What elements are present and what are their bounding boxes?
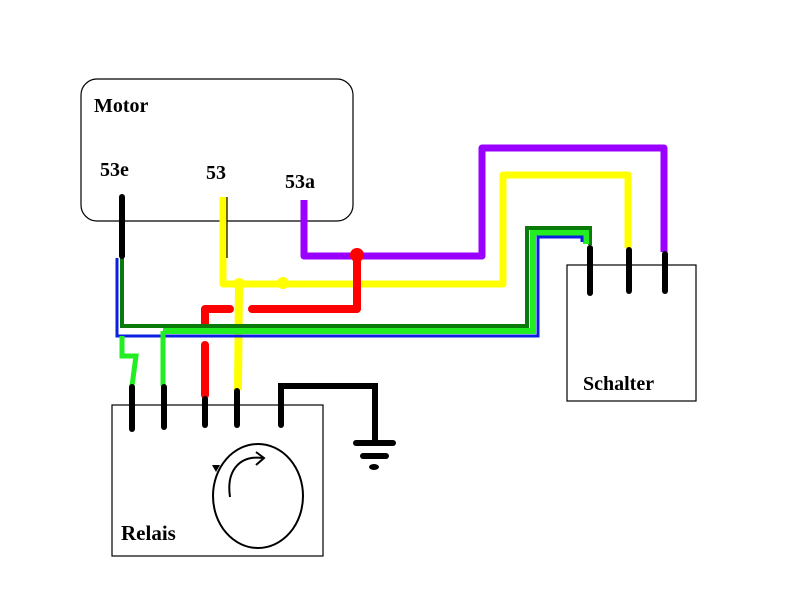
wire-purple bbox=[300, 144, 668, 260]
schalter-label: Schalter bbox=[583, 373, 654, 395]
wire-red-left bbox=[201, 305, 234, 329]
wire-red-right bbox=[248, 252, 361, 313]
junction-red bbox=[350, 248, 364, 262]
relais-marker-icon bbox=[212, 465, 220, 472]
rotation-arrowhead-icon bbox=[255, 451, 266, 466]
relais-box bbox=[111, 404, 324, 557]
terminal-53e-label: 53e bbox=[100, 159, 129, 181]
wire-ground bbox=[278, 383, 378, 446]
wire-dark-green bbox=[120, 226, 592, 328]
rotation-arrow-icon bbox=[228, 456, 264, 498]
relais-label: Relais bbox=[121, 521, 176, 545]
relais-rotor-circle bbox=[212, 443, 304, 549]
terminal-53a-label: 53a bbox=[285, 171, 315, 193]
wire-yellow bbox=[219, 171, 632, 288]
motor-box bbox=[80, 78, 354, 222]
wire-light-green bbox=[163, 230, 589, 334]
wire-light-green-relais-1 bbox=[119, 336, 139, 387]
motor-label: Motor bbox=[94, 95, 149, 117]
junction-yellow-2 bbox=[277, 277, 289, 289]
terminal-53-label: 53 bbox=[206, 162, 226, 184]
ground-symbol-dot bbox=[369, 464, 379, 470]
wire-blue bbox=[115, 235, 584, 338]
junction-yellow bbox=[233, 278, 245, 290]
